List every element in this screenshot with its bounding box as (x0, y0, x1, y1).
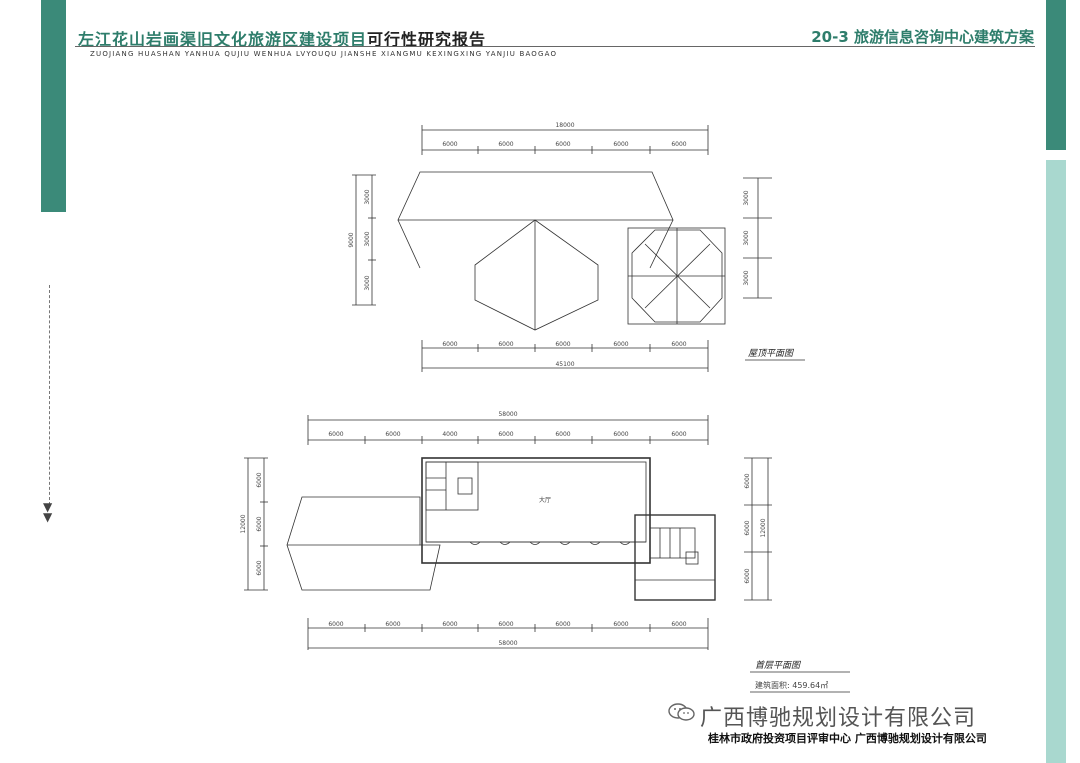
floor-area-note: 建筑面积: 459.64㎡ (755, 680, 828, 690)
section-title: 20-3 旅游信息咨询中心建筑方案 (811, 28, 1034, 46)
report-subtitle-pinyin: ZUOJIANG HUASHAN YANHUA QUJIU WENHUA LVY… (90, 50, 558, 58)
right-accent-bar-light (1046, 160, 1066, 763)
floor-right-dim-1: 6000 (744, 473, 751, 488)
roof-total-top-dim: 18000 (555, 122, 574, 129)
roof-right-dim-2: 3000 (743, 230, 750, 245)
floor-top-dim-3: 4000 (442, 431, 457, 438)
floor-left-dim-3: 6000 (256, 560, 263, 575)
floor-bottom-dim-6: 6000 (613, 621, 628, 628)
report-title-project: 左江花山岩画渠旧文化旅游区建设项目 (78, 30, 368, 49)
scroll-indicator-line (49, 285, 51, 505)
floor-bottom-dim-4: 6000 (498, 621, 513, 628)
scroll-down-arrow-icon: ▼▼ (43, 500, 53, 524)
floor-left-dim-2: 6000 (256, 516, 263, 531)
roof-left-total-dim: 9000 (348, 232, 355, 247)
floor-top-dim-7: 6000 (671, 431, 686, 438)
roof-bottom-dim-1: 6000 (442, 341, 457, 348)
floor-left-total-dim: 12000 (240, 514, 247, 533)
floor-right-total-dim: 12000 (760, 518, 767, 537)
roof-bottom-total-dim: 45100 (555, 361, 574, 368)
floor-top-dim-4: 6000 (498, 431, 513, 438)
footer-credits: 桂林市政府投资项目评审中心 广西博驰规划设计有限公司 (708, 732, 987, 745)
roof-bottom-dim-5: 6000 (671, 341, 686, 348)
header-divider (75, 46, 1035, 47)
floor-left-dim-1: 6000 (256, 472, 263, 487)
floor-total-top-dim: 58000 (498, 411, 517, 418)
report-title-type: 可行性研究报告 (367, 30, 487, 49)
left-accent-bar (41, 0, 66, 212)
floor-bottom-dim-5: 6000 (555, 621, 570, 628)
roof-right-dim-3: 3000 (743, 270, 750, 285)
roof-left-dim-1: 3000 (364, 189, 371, 204)
roof-left-dim-3: 3000 (364, 275, 371, 290)
floor-right-dim-2: 6000 (744, 520, 751, 535)
roof-bottom-dim-3: 6000 (555, 341, 570, 348)
roof-plan-label: 屋顶平面图 (748, 348, 795, 359)
report-title: 左江花山岩画渠旧文化旅游区建设项目可行性研究报告 (78, 26, 486, 50)
roof-right-dim-1: 3000 (743, 190, 750, 205)
roof-bottom-dim-2: 6000 (498, 341, 513, 348)
hall-room-label: 大厅 (539, 496, 551, 504)
floor-top-dim-1: 6000 (328, 431, 343, 438)
roof-top-dim-4: 6000 (613, 141, 628, 148)
floor-bottom-total-dim: 58000 (498, 640, 517, 647)
roof-top-dim-2: 6000 (498, 141, 513, 148)
roof-top-dim-3: 6000 (555, 141, 570, 148)
floor-bottom-dim-7: 6000 (671, 621, 686, 628)
floor-plan-label: 首层平面图 (755, 660, 802, 671)
wechat-icon (668, 703, 695, 721)
floor-top-dim-6: 6000 (613, 431, 628, 438)
floor-top-dim-5: 6000 (555, 431, 570, 438)
floor-bottom-dim-1: 6000 (328, 621, 343, 628)
company-watermark: 广西博驰规划设计有限公司 (700, 706, 977, 731)
roof-top-dim-5: 6000 (671, 141, 686, 148)
roof-top-dim-1: 6000 (442, 141, 457, 148)
floor-top-dim-2: 6000 (385, 431, 400, 438)
right-accent-bar-dark (1046, 0, 1066, 150)
roof-bottom-dim-4: 6000 (613, 341, 628, 348)
floor-bottom-dim-2: 6000 (385, 621, 400, 628)
roof-left-dim-2: 3000 (364, 231, 371, 246)
floor-bottom-dim-3: 6000 (442, 621, 457, 628)
floor-right-dim-3: 6000 (744, 568, 751, 583)
